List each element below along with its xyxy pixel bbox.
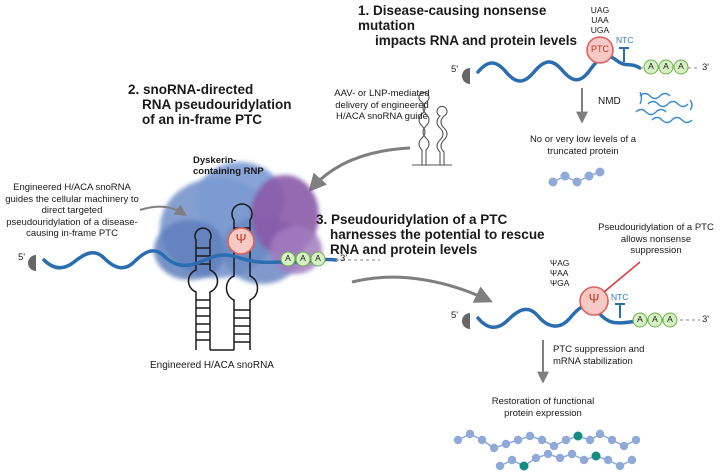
step1-codon-2: UAA [591,15,609,25]
step2-mrna-strand [42,249,338,270]
step3-codons: ΨAG ΨAA ΨGA [550,258,580,288]
step3-mrna-group [462,261,700,329]
step1-5prime-label: 5' [451,64,459,75]
step3-title-line1: 3. Pseudouridylation of a PTC [316,212,508,227]
step1-polya-label-3: A [678,61,684,71]
delivery-arrow [308,146,411,193]
step1-codon-1: UAG [590,5,610,15]
step2-polya-a1 [280,251,296,267]
step1-polya-a3 [673,59,689,75]
step1-mrna-strand [476,54,642,83]
step1-ptc-label: PTC [591,44,609,54]
step2-to-step3-arrow [351,275,493,303]
restored-protein [453,429,641,471]
step3-5prime-cap [462,313,470,329]
side-note-arrow [139,204,187,216]
step3-codon-1: ΨAG [550,258,570,268]
step1-polya-label-1: A [648,61,654,71]
step1-ntc-label: NTC [616,35,634,45]
step2-3prime-label: 3' [340,253,348,264]
step3-title: 3. Pseudouridylation of a PTC harnesses … [316,212,576,257]
step1-codon-3: UGA [590,25,610,35]
step1-title-line2: impacts RNA and protein levels [375,33,578,48]
step2-polya-label-1: A [285,253,291,263]
step3-suppression: PTC suppression and mRNA stabilization [553,344,645,367]
step2-polya-a2 [295,251,311,267]
step2-side-note: Engineered H/ACA snoRNA guides the cellu… [5,182,139,239]
step3-psi-circle [579,286,609,316]
step3-mrna-strand [476,303,664,329]
step2-5prime-label: 5' [18,252,26,263]
step1-ptc-circle [586,36,614,64]
step1-truncated-protein [548,167,605,187]
step1-mrna-group [462,36,700,84]
step3-polya-a3 [662,312,678,328]
step2-title-line2: RNA pseudouridylation [142,97,292,112]
step2-title: 2. snoRNA-directed RNA pseudouridylation… [128,82,328,127]
step1-title-line1: 1. Disease-causing nonsense mutation [358,3,547,33]
step1-title: 1. Disease-causing nonsense mutation imp… [358,3,598,48]
step2-psi-circle [227,227,255,255]
step1-polya-a1 [643,59,659,75]
step3-polya-label-2: A [652,314,658,324]
step1-polya-a2 [658,59,674,75]
step2-title-line1: 2. snoRNA-directed [128,82,254,97]
step2-polya-a3 [310,251,326,267]
step2-delivery-text: AAV- or LNP-mediated delivery of enginee… [334,88,430,122]
step3-restoration: Restoration of functional protein expres… [491,396,595,419]
step1-5prime-cap [462,68,470,84]
step2-polya-label-3: A [315,253,321,263]
step2-5prime-cap [28,255,36,271]
step3-ntc-label: NTC [611,292,629,302]
step3-5prime-label: 5' [451,310,459,321]
step1-codons: UAG UAA UGA [585,5,615,35]
step3-codon-2: ΨAA [550,268,569,278]
step2-rnp-label: Dyskerin-containing RNP [193,155,264,177]
step3-callout-line [603,261,641,293]
guide-snorna-icon [412,91,452,166]
step2-snorna-label: Engineered H/ACA snoRNA [150,360,274,371]
step3-polya-label-3: A [667,314,673,324]
step2-psi-label: Ψ [235,231,247,246]
step1-outcome: No or very low levels of a truncated pro… [529,134,637,157]
step3-polya-label-1: A [637,314,643,324]
step2-title-line3: of an in-frame PTC [142,112,263,127]
step1-3prime-label: 3' [702,62,710,73]
step3-polya-a2 [647,312,663,328]
step3-3prime-label: 3' [702,314,710,325]
step1-nmd-label: NMD [598,96,621,107]
step3-psi-label: Ψ [588,291,600,306]
step3-title-line3: RNA and protein levels [330,242,478,257]
step3-codon-3: ΨGA [550,278,570,288]
step1-polya-label-2: A [663,61,669,71]
step3-polya-a1 [632,312,648,328]
step2-polya-label-2: A [300,253,306,263]
step2-mrna-group [28,227,380,271]
step3-callout: Pseudouridylation of a PTC allows nonsen… [598,222,714,256]
step1-degraded-rna [635,91,693,124]
step3-title-line2: harnesses the potential to rescue [330,227,545,242]
